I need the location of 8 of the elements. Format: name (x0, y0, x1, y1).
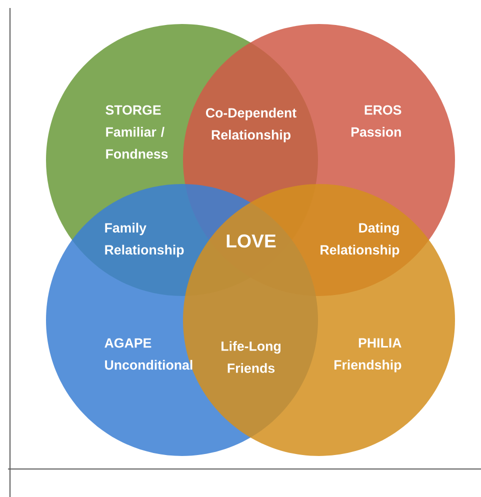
overlap-label: Family Relationship (105, 222, 184, 258)
circle-label: STORGE Familiar / Fondness (106, 105, 168, 159)
circle-label: PHILIA Friendship (334, 338, 402, 372)
overlap-label: Co-Dependent Relationship (206, 108, 296, 142)
overlap-label: LOVE (226, 234, 276, 248)
overlap-label: Life-Long Friends (222, 341, 280, 373)
circle-label: EROS Passion (352, 105, 402, 137)
overlap-label: Dating Relationship (320, 222, 400, 258)
